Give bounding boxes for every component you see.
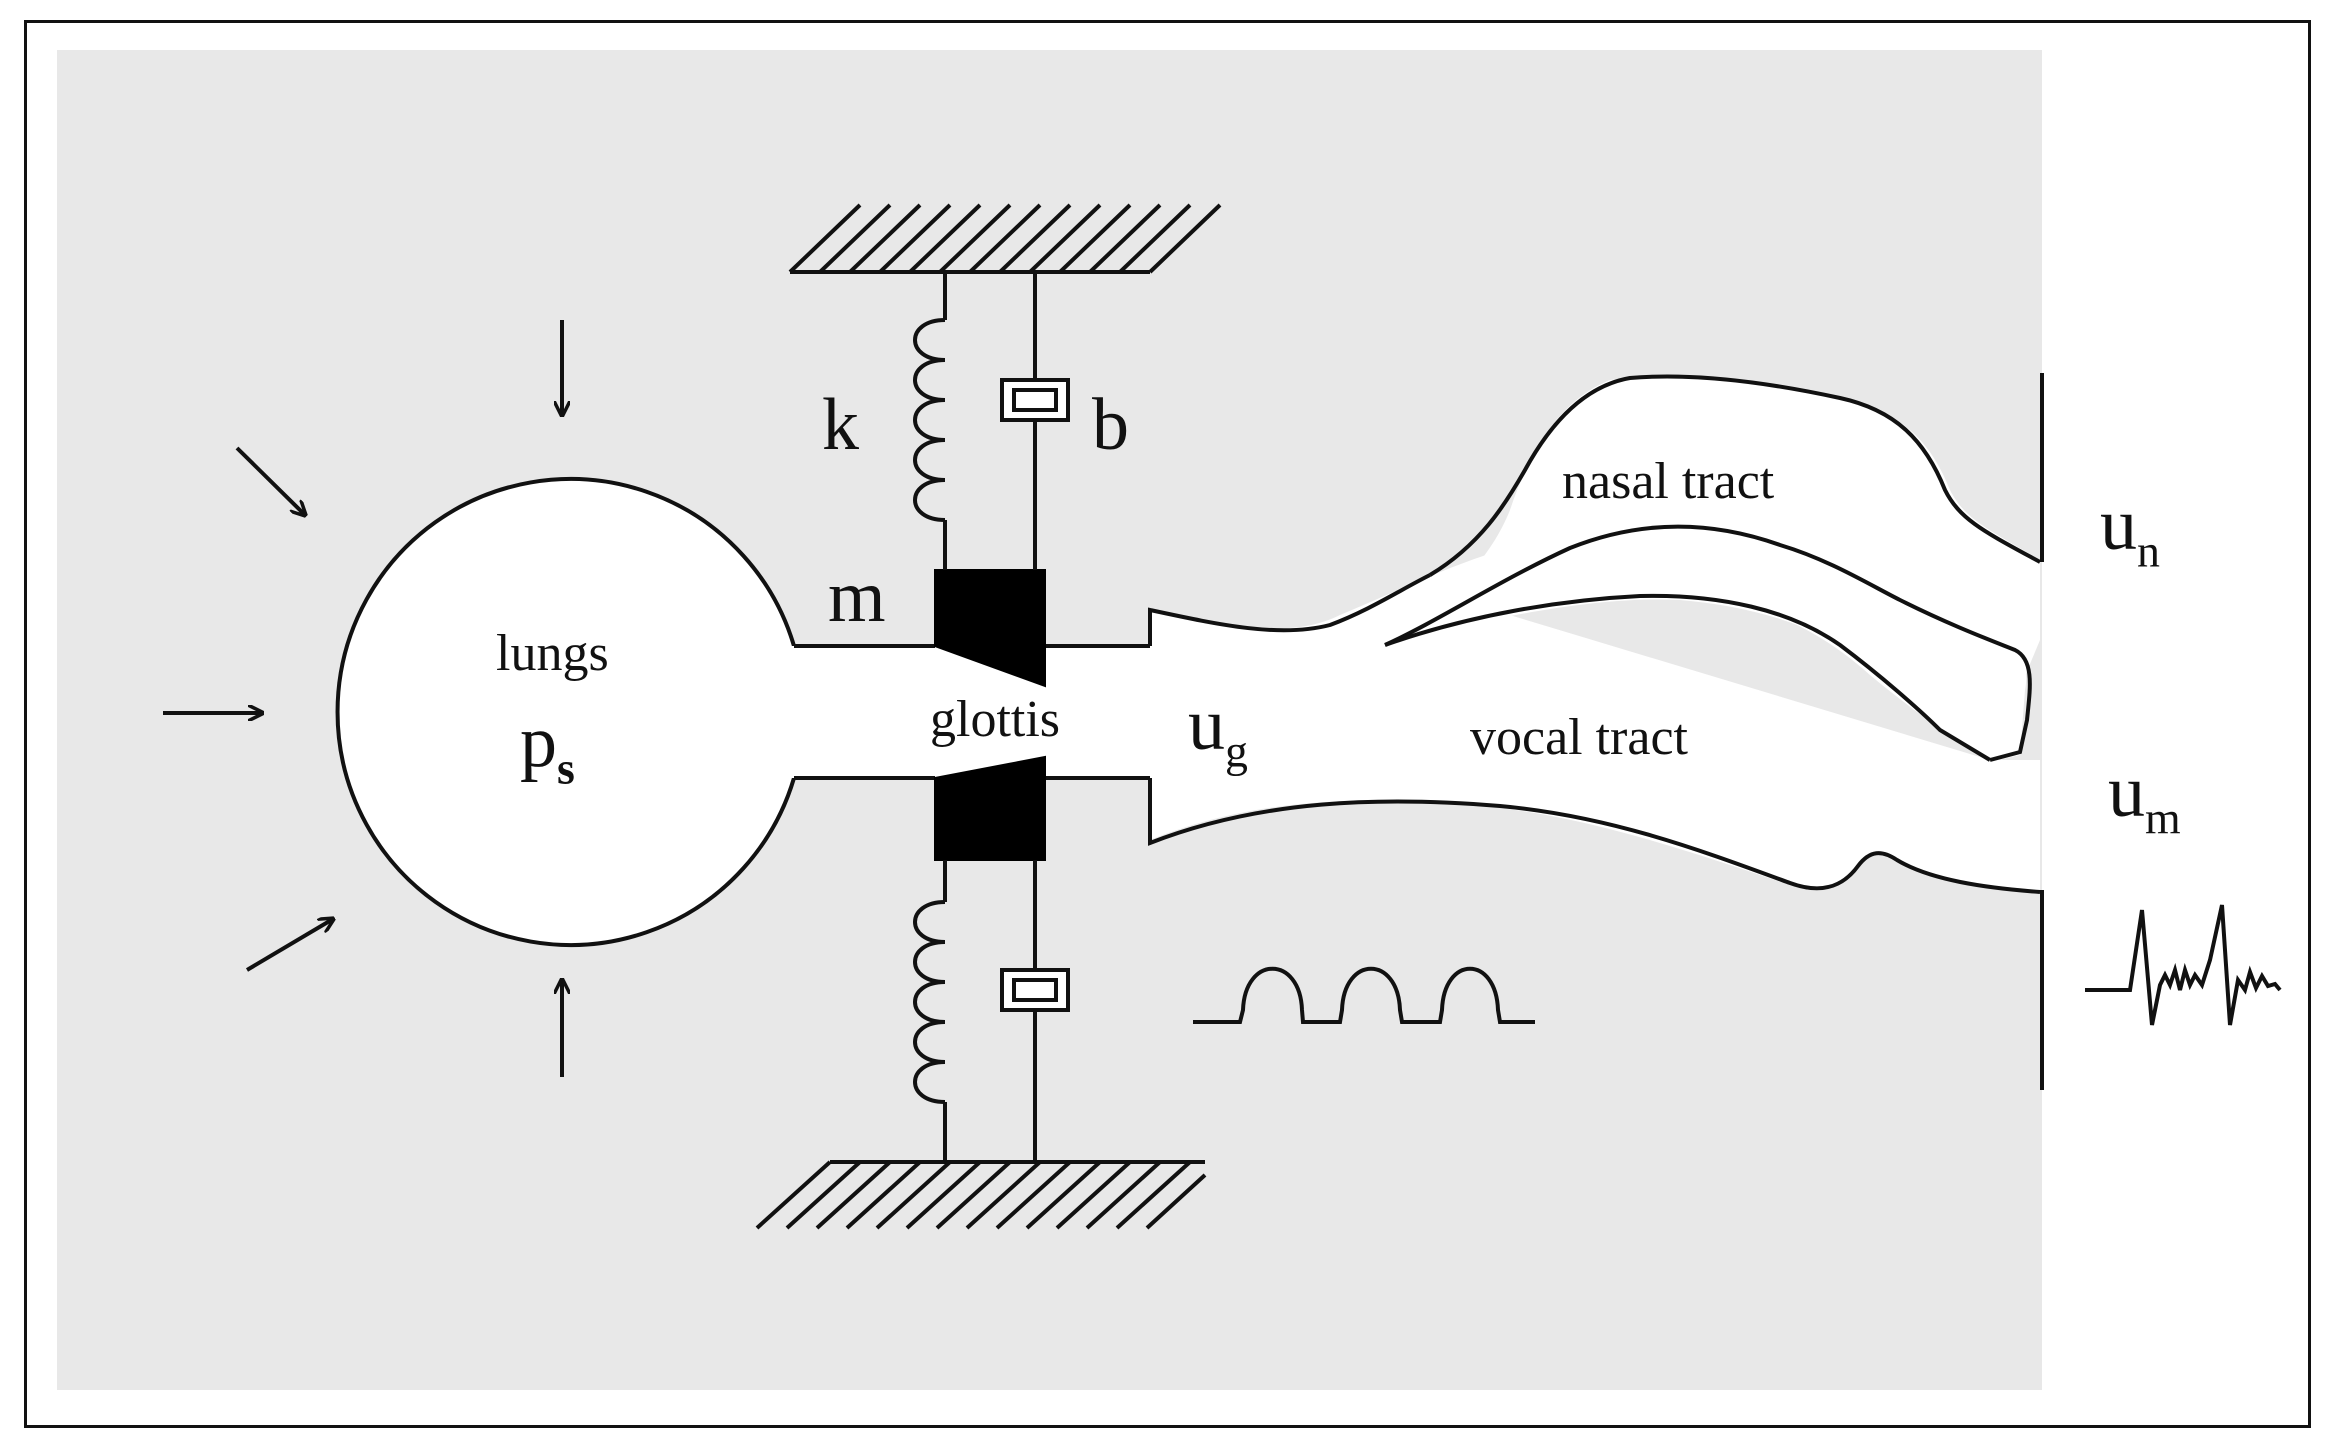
- spring-icon-bottom: [913, 860, 947, 1162]
- glottal-flow-waveform: [1193, 966, 1535, 1024]
- glottis-label: glottis: [930, 691, 1061, 748]
- spring-icon-top: [913, 272, 947, 570]
- mass-label: m: [828, 556, 886, 638]
- vocal-tract-label: vocal tract: [1470, 709, 1688, 766]
- glottal-flow-subscript: g: [1225, 725, 1248, 777]
- nasal-tract-upper-wall: [1428, 374, 2041, 577]
- hatched-ground-icon-top: [788, 203, 1222, 274]
- nasal-flow-symbol: u: [2100, 484, 2137, 566]
- subglottal-pressure-label: ps: [520, 705, 575, 791]
- velum-divider: [1384, 524, 2032, 762]
- lungs-outline: [335, 477, 796, 947]
- glottal-flow-label: ug: [1188, 688, 1248, 774]
- subglottal-pressure-symbol: p: [520, 701, 557, 783]
- nasal-tract-label: nasal tract: [1562, 453, 1775, 510]
- nasal-tract-cavity: [1385, 376, 2040, 760]
- vocal-tract-upper-wall: [1148, 573, 1431, 646]
- lungs-label: lungs: [496, 625, 609, 682]
- upper-mass: [934, 569, 1046, 688]
- damping-label: b: [1092, 384, 1129, 466]
- glottal-flow-symbol: u: [1188, 684, 1225, 766]
- subglottal-pressure-subscript: s: [557, 742, 575, 794]
- vocal-fold-masses: [934, 569, 1046, 861]
- hatched-ground-icon-bottom: [755, 1160, 1207, 1230]
- mouth-flow-symbol: u: [2108, 751, 2145, 833]
- arrow-icon-upper-left: [235, 446, 305, 515]
- spring-constant-label: k: [822, 384, 859, 466]
- trachea-channel: [770, 646, 1150, 778]
- nasal-flow-subscript: n: [2137, 525, 2160, 577]
- arrow-icon-lower-left: [245, 919, 333, 972]
- compression-arrows: [163, 320, 562, 1077]
- lower-mass: [934, 755, 1046, 861]
- nasal-flow-label: un: [2100, 488, 2160, 574]
- lungs-balloon: [337, 479, 794, 946]
- nasal-tract-lower-wall: [1384, 593, 1992, 762]
- airway: [335, 376, 2040, 947]
- damper-icon-bottom: [1000, 860, 1070, 1162]
- vocal-tract-lower-wall: [1148, 778, 2041, 894]
- damper-icon-top: [1000, 272, 1070, 570]
- mouth-flow-subscript: m: [2145, 792, 2181, 844]
- speech-waveform: [2085, 904, 2282, 1026]
- mouth-flow-label: um: [2108, 755, 2181, 841]
- tract-outlines: [1148, 373, 2044, 1090]
